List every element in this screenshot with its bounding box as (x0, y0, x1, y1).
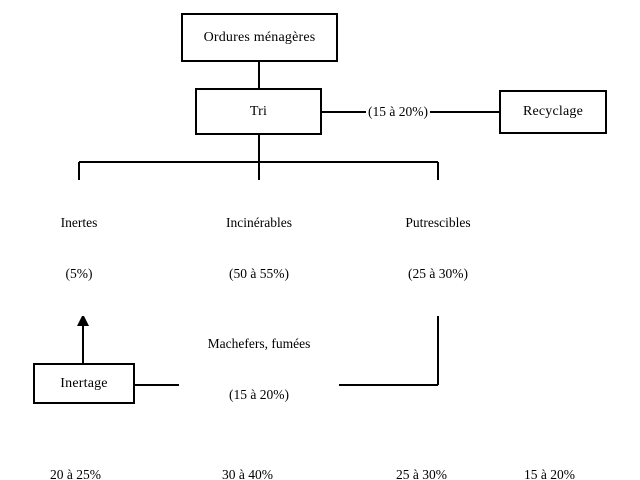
node-ordures-menageres-label: Ordures ménagères (203, 29, 316, 45)
residue-label-machefers-share: (15 à 20%) (229, 387, 289, 402)
node-tri[interactable]: Tri (195, 88, 322, 135)
branch-label-incinerables: Incinérables (50 à 55%) (194, 180, 324, 316)
node-tri-label: Tri (249, 103, 268, 119)
footer-volume-4: 15 à 20% vol. O.M. (524, 430, 577, 480)
branch-label-inertes-name: Inertes (60, 215, 98, 230)
footer-volume-4-value: 15 à 20% (524, 467, 575, 480)
branch-label-putrescibles-share: (25 à 30%) (408, 266, 468, 281)
node-recyclage[interactable]: Recyclage (499, 90, 607, 134)
footer-volume-2: 30 à 40% vol. O.M. (222, 430, 275, 480)
residue-label-machefers: Machefers, fumées (15 à 20%) (179, 301, 339, 437)
edge-label-tri-recyclage-text: (15 à 20%) (368, 104, 428, 119)
node-inertage[interactable]: Inertage (33, 363, 135, 404)
node-recyclage-label: Recyclage (522, 104, 584, 119)
node-inertage-label: Inertage (60, 375, 108, 391)
branch-label-inertes-share: (5%) (65, 266, 93, 281)
branch-label-inertes: Inertes (5%) (19, 180, 139, 316)
footer-volume-2-value: 30 à 40% (222, 467, 273, 480)
node-ordures-menageres[interactable]: Ordures ménagères (181, 13, 338, 62)
footer-volume-3: 25 à 30% vol. O.M. (396, 430, 449, 480)
edge-label-tri-recyclage: (15 à 20%) (366, 104, 430, 120)
branch-label-incinerables-share: (50 à 55%) (229, 266, 289, 281)
footer-volume-1: 20 à 25% vol. O.M. (50, 430, 103, 480)
arrowhead-up-decharge (77, 314, 89, 326)
footer-volume-1-value: 20 à 25% (50, 467, 101, 480)
residue-label-machefers-name: Machefers, fumées (207, 336, 311, 351)
footer-volume-3-value: 25 à 30% (396, 467, 447, 480)
branch-label-incinerables-name: Incinérables (226, 215, 292, 230)
branch-label-putrescibles-name: Putrescibles (405, 215, 471, 230)
branch-label-putrescibles: Putrescibles (25 à 30%) (373, 180, 503, 316)
